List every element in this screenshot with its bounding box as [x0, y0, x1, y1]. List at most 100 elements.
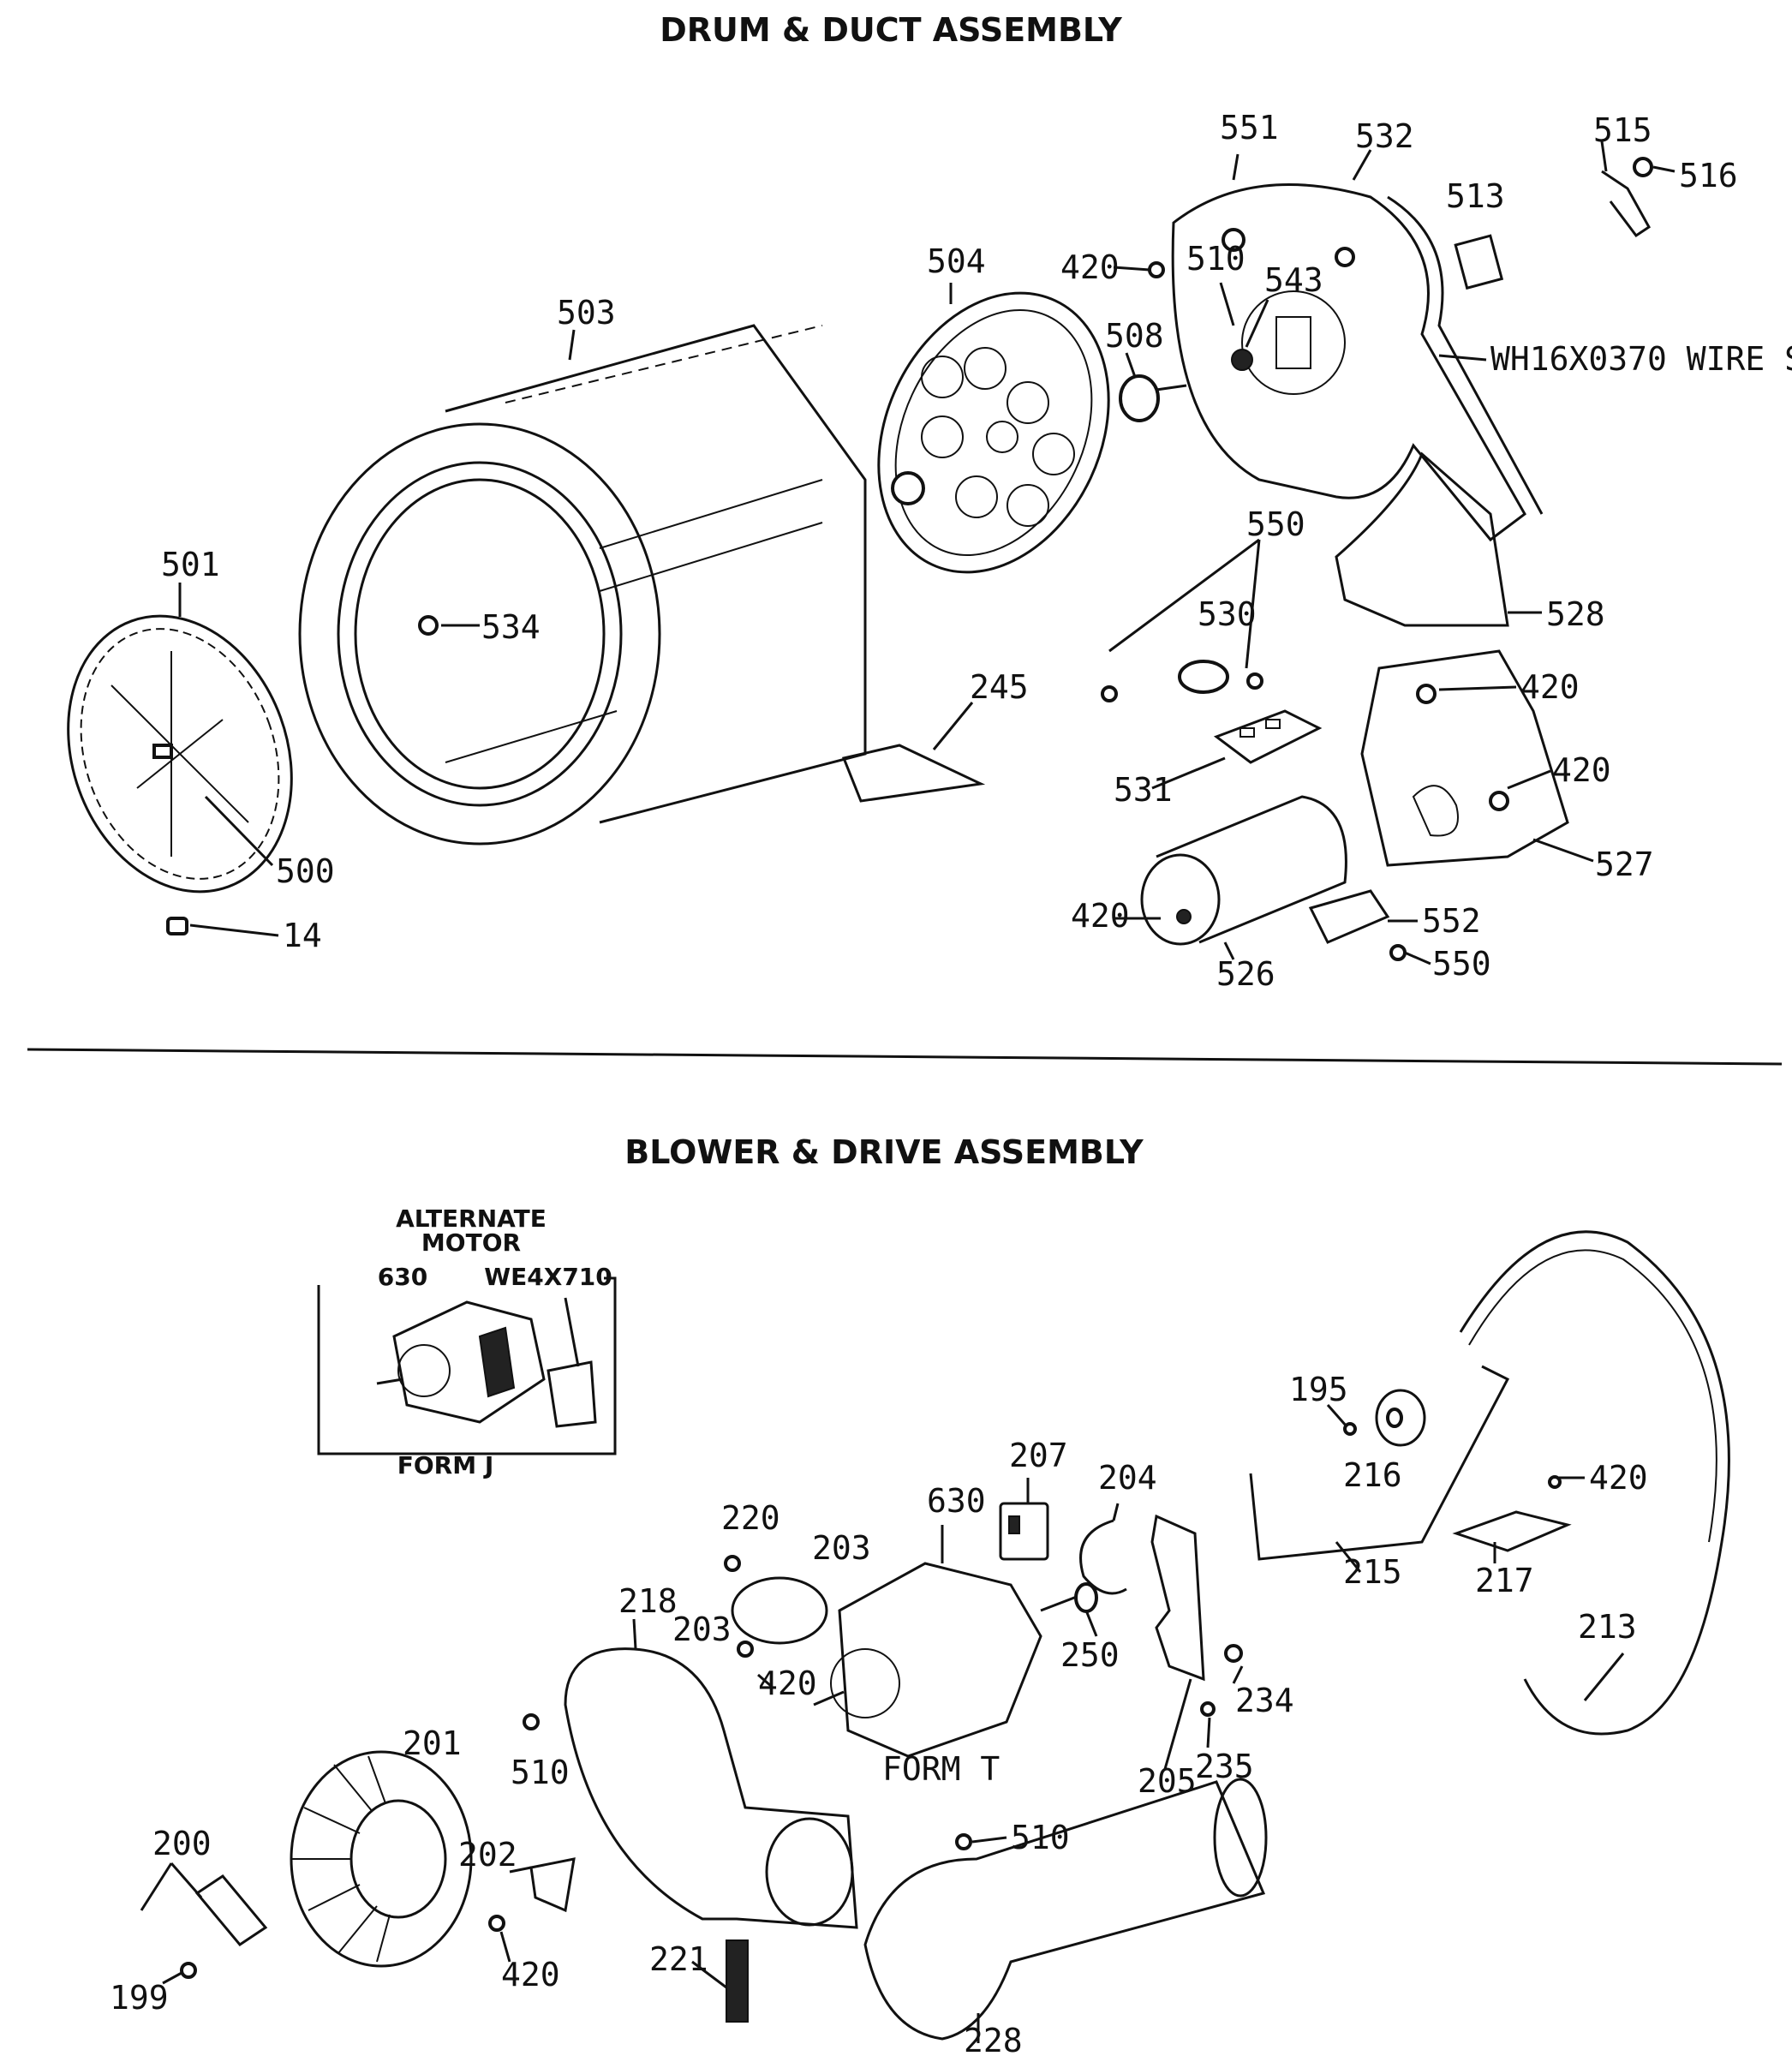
label-218: 218: [618, 1582, 678, 1620]
label-420b: 420: [1520, 668, 1580, 706]
label-531: 531: [1114, 771, 1173, 809]
label-501: 501: [161, 546, 220, 583]
label-228: 228: [964, 2022, 1023, 2056]
label-630-alt: 630: [378, 1263, 427, 1291]
label-503: 503: [557, 294, 616, 332]
part-531-terminal-block: [1213, 709, 1323, 764]
label-207: 207: [1009, 1437, 1068, 1474]
part-221-gasket: [726, 1939, 749, 2023]
part-513-plate: [1454, 234, 1504, 290]
label-532: 532: [1355, 117, 1414, 155]
part-504-rear-panel: [877, 291, 1110, 574]
alternate-motor-inset: ALTERNATE MOTOR 630 WE4X710 FORM J: [317, 1204, 617, 1479]
label-630: 630: [927, 1482, 986, 1520]
part-530-thermostat: [1178, 660, 1229, 694]
label-200: 200: [152, 1825, 212, 1862]
motor-heading: MOTOR: [421, 1228, 521, 1257]
label-552: 552: [1422, 902, 1481, 940]
label-543: 543: [1264, 261, 1323, 299]
section-divider: [27, 1048, 1783, 1066]
part-501-seal-ring: [67, 614, 293, 894]
part-202-clip: [529, 1857, 576, 1913]
label-form-t: FORM T: [882, 1750, 1000, 1788]
part-228-exhaust-duct: [863, 1778, 1268, 2041]
label-527: 527: [1595, 846, 1654, 883]
label-551: 551: [1220, 109, 1279, 146]
label-550a: 550: [1246, 505, 1305, 543]
label-508: 508: [1105, 317, 1164, 355]
label-14: 14: [283, 917, 322, 954]
part-203-clamp: [731, 1576, 828, 1645]
part-528-lower-duct: [1335, 451, 1509, 627]
label-534: 534: [481, 608, 541, 646]
label-213: 213: [1578, 1608, 1637, 1646]
part-527-heater-box: [1360, 649, 1569, 867]
label-221: 221: [649, 1940, 708, 1978]
label-234: 234: [1235, 1682, 1294, 1719]
label-528: 528: [1546, 595, 1605, 633]
label-we4x710: WE4X710: [484, 1263, 612, 1291]
label-510a-blower: 510: [511, 1754, 570, 1791]
label-504: 504: [927, 242, 986, 280]
part-552-connector: [1308, 889, 1407, 961]
alternate-heading: ALTERNATE: [396, 1204, 547, 1233]
part-213-drive-belt: [1459, 1230, 1730, 1736]
label-202: 202: [458, 1836, 517, 1874]
blower-screws: [180, 1422, 1562, 1979]
label-199: 199: [110, 1979, 169, 2017]
part-508-bearing: [1119, 374, 1187, 422]
alternate-motor-drawing: [376, 1297, 597, 1428]
label-wire-strap: WH16X0370 WIRE STRAP: [1490, 340, 1792, 378]
part-14-clip: [166, 917, 188, 935]
label-510: 510: [1186, 240, 1245, 278]
label-420a: 420: [1060, 248, 1120, 286]
label-420a-blower: 420: [1589, 1459, 1648, 1497]
part-205-bracket: [1150, 1514, 1205, 1682]
label-250: 250: [1060, 1636, 1120, 1674]
part-207-switch: [999, 1502, 1049, 1561]
label-513: 513: [1446, 177, 1505, 215]
part-515-bracket: [1601, 157, 1653, 238]
label-203a: 203: [812, 1529, 871, 1567]
part-204-strap: [1079, 1519, 1127, 1595]
drum-leader-lines: [178, 140, 1676, 965]
part-532-bulkhead: [1171, 182, 1544, 542]
label-245: 245: [970, 668, 1029, 706]
label-203b: 203: [672, 1611, 732, 1648]
part-526-heater-can: [1140, 795, 1347, 946]
label-420c: 420: [1552, 751, 1611, 789]
part-200-bracket: [194, 1874, 268, 1946]
drum-duct-title: DRUM & DUCT ASSEMBLY: [660, 11, 1122, 49]
drum-part-labels: 551 532 515 516 513 504 420 510 543 WH16…: [161, 109, 1792, 993]
label-526: 526: [1216, 955, 1275, 993]
form-j-label: FORM J: [397, 1451, 494, 1479]
label-217: 217: [1475, 1562, 1534, 1599]
label-550b: 550: [1432, 945, 1491, 983]
label-515: 515: [1593, 111, 1652, 149]
label-516: 516: [1679, 157, 1738, 194]
part-218-blower-housing: [564, 1647, 858, 1929]
blower-drive-title: BLOWER & DRIVE ASSEMBLY: [624, 1133, 1144, 1171]
part-215-idler-arm: [1249, 1365, 1510, 1561]
part-630-motor: [813, 1562, 1098, 1758]
label-420b-blower: 420: [758, 1665, 817, 1702]
label-420c-blower: 420: [501, 1956, 560, 1993]
label-216: 216: [1343, 1456, 1402, 1494]
label-195: 195: [1289, 1371, 1348, 1408]
label-205: 205: [1138, 1762, 1197, 1800]
label-510b-blower: 510: [1011, 1819, 1070, 1856]
part-217-bracket: [1452, 1510, 1572, 1552]
blower-part-labels: 195 216 420 207 204 630 220 203 215 217 …: [110, 1371, 1648, 2056]
label-235: 235: [1195, 1748, 1254, 1785]
blower-leader-lines: [140, 1404, 1625, 2043]
label-220: 220: [721, 1499, 780, 1537]
part-420-screw: [1148, 261, 1165, 278]
part-216-idler-pulley: [1375, 1389, 1426, 1447]
label-204: 204: [1098, 1459, 1157, 1497]
part-550-screw: [1101, 672, 1263, 702]
label-420d: 420: [1071, 897, 1130, 935]
part-201-blower-wheel: [290, 1750, 473, 1968]
part-245-plate: [841, 744, 986, 803]
label-530: 530: [1198, 595, 1257, 633]
